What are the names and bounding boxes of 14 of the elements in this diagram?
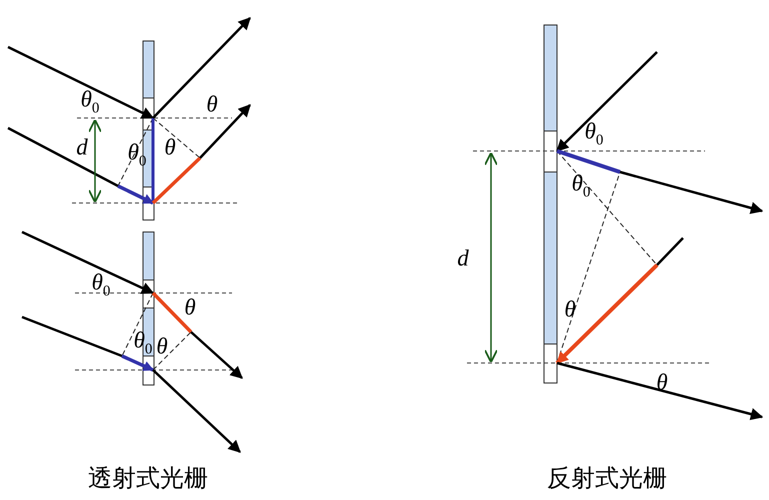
angle-label: θ: [164, 136, 176, 158]
caption: 透射式光栅: [88, 466, 208, 490]
angle-label: θ: [656, 370, 668, 394]
dimension-label: d: [457, 246, 469, 270]
angle-label: θ$_{0}$: [80, 88, 100, 116]
angle-label: θ: [564, 298, 576, 320]
caption: 反射式光栅: [547, 466, 667, 490]
angle-label: θ$_{0}$: [92, 270, 110, 300]
angle-label: θ$_{0}$: [572, 172, 590, 200]
angle-label: θ: [184, 296, 196, 318]
angle-label: θ: [156, 334, 168, 358]
angle-label: θ: [206, 92, 218, 116]
dimension-label: d: [76, 136, 88, 158]
angle-label: θ$_{0}$: [584, 120, 604, 148]
